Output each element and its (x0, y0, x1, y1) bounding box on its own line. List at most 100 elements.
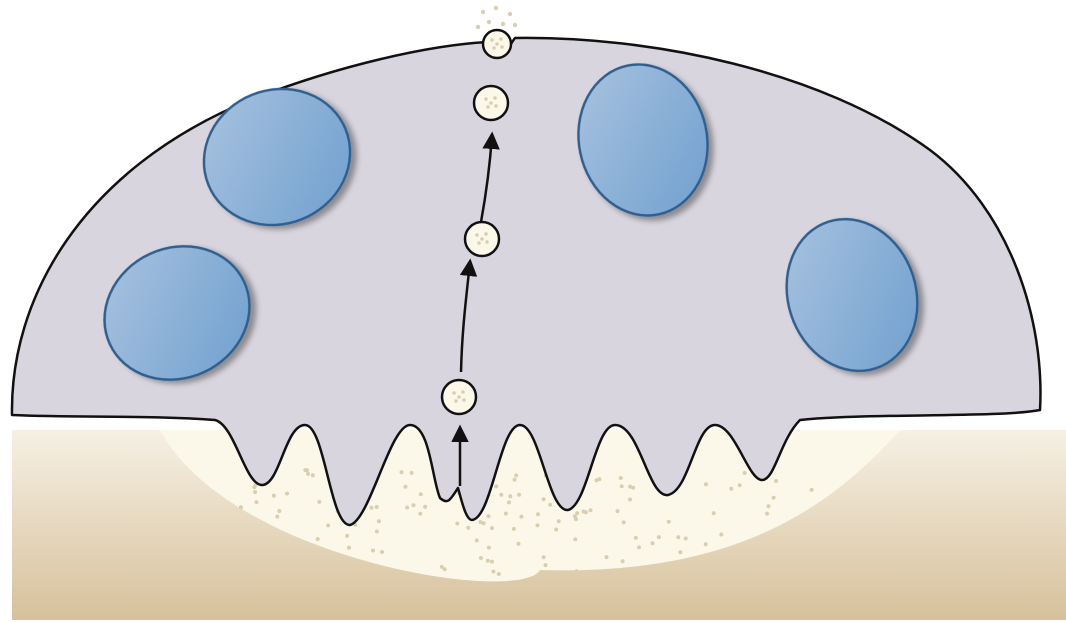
released-particle (508, 12, 512, 16)
pit-particle (637, 545, 641, 549)
pit-particle (619, 476, 623, 480)
vesicle-particle (461, 390, 465, 394)
pit-particle (657, 535, 661, 539)
pit-particle (508, 494, 512, 498)
vesicle-particle (489, 101, 493, 105)
pit-particle (253, 490, 257, 494)
pit-particle (517, 493, 521, 497)
pit-particle (317, 500, 321, 504)
pit-particle (275, 515, 279, 519)
vesicle-particle (500, 45, 504, 49)
pit-particle (285, 492, 289, 496)
pit-particle (490, 526, 494, 530)
pit-particle (547, 572, 551, 576)
pit-particle (371, 549, 375, 553)
pit-particle (548, 503, 552, 507)
pit-particle (512, 527, 516, 531)
vesicle-particle (492, 46, 496, 50)
pit-particle (667, 520, 671, 524)
pit-particle (621, 559, 625, 563)
pit-particle (479, 520, 483, 524)
pit-particle (499, 493, 503, 497)
pit-particle (676, 535, 680, 539)
pit-particle (410, 471, 414, 475)
pit-particle (255, 500, 259, 504)
pit-particle (616, 509, 620, 513)
pit-particle (704, 542, 708, 546)
pit-particle (595, 478, 599, 482)
pit-particle (772, 496, 776, 500)
pit-particle (455, 522, 459, 526)
pit-particle (704, 482, 708, 486)
vesicle-particle (457, 395, 461, 399)
pit-particle (719, 533, 723, 537)
pit-particle (507, 500, 511, 504)
pit-particle (738, 483, 742, 487)
pit-particle (517, 542, 521, 546)
pit-particle (377, 519, 381, 523)
pit-particle (491, 570, 495, 574)
released-particle (481, 10, 485, 14)
vesicle-particle (480, 237, 484, 241)
pit-particle (684, 537, 688, 541)
vesicle-particle (493, 96, 497, 100)
vesicle-particle (484, 97, 488, 101)
released-particle (476, 25, 480, 29)
pit-particle (326, 523, 330, 527)
pit-particle (542, 555, 546, 559)
pit-particle (277, 509, 281, 513)
pit-particle (651, 541, 655, 545)
pit-particle (519, 515, 523, 519)
pit-particle (487, 546, 491, 550)
released-particle (494, 6, 498, 10)
pit-particle (712, 511, 716, 515)
pit-particle (514, 474, 518, 478)
vesicle-particle (490, 38, 494, 42)
pit-particle (605, 555, 609, 559)
pit-particle (479, 556, 483, 560)
pit-particle (575, 569, 579, 573)
pit-particle (475, 538, 479, 542)
pit-particle (375, 530, 379, 534)
pit-particle (631, 486, 635, 490)
released-particle (513, 23, 517, 27)
pit-particle (767, 504, 771, 508)
pit-particle (573, 537, 577, 541)
pit-particle (628, 498, 632, 502)
pit-particle (412, 503, 416, 507)
vesicle-particle (495, 42, 499, 46)
pit-particle (345, 534, 349, 538)
pit-particle (678, 550, 682, 554)
pit-particle (622, 520, 626, 524)
released-particles (476, 6, 517, 29)
pit-particle (589, 508, 593, 512)
pit-particle (743, 471, 747, 475)
pit-particle (504, 512, 508, 516)
pit-particle (423, 505, 427, 509)
pit-particle (347, 546, 351, 550)
pit-particle (729, 487, 733, 491)
pit-particle (466, 526, 470, 530)
pit-particle (311, 473, 315, 477)
pit-particle (306, 472, 310, 476)
pit-particle (774, 479, 778, 483)
pit-particle (542, 497, 546, 501)
pit-particle (486, 559, 490, 563)
pit-particle (557, 519, 561, 523)
pit-particle (634, 536, 638, 540)
pit-particle (380, 550, 384, 554)
pit-particle (370, 506, 374, 510)
pit-particle (810, 488, 814, 492)
pit-particle (405, 506, 409, 510)
pit-particle (536, 523, 540, 527)
pit-particle (375, 505, 379, 509)
pit-particle (544, 563, 548, 567)
pit-particle (418, 512, 422, 516)
pit-particle (305, 468, 309, 472)
vesicle-particle (485, 240, 489, 244)
pit-particle (440, 565, 444, 569)
pit-particle (574, 517, 578, 521)
pit-particle (765, 512, 769, 516)
pit-particle (497, 572, 501, 576)
released-particle (501, 22, 505, 26)
